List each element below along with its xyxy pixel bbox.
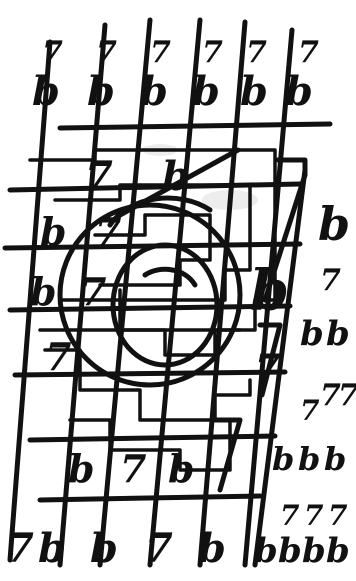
glyph-seven: 7 [95, 209, 121, 254]
big-seven-3 [215, 420, 240, 490]
glyph-seven: 7 [42, 35, 63, 70]
glyph-b: b [278, 531, 302, 571]
glyph-b: b [38, 525, 66, 572]
glyph-seven: 7 [80, 269, 106, 314]
glyph-b: b [168, 446, 195, 491]
glyph-b: b [30, 269, 57, 314]
glyph-seven: 7 [120, 446, 146, 491]
glyph-b: b [302, 531, 326, 571]
glyph-b: b [324, 440, 346, 478]
glyph-b: b [285, 68, 313, 115]
glyph-seven: 7 [300, 394, 320, 427]
glyph-b: b [87, 68, 115, 115]
glyph-b: b [198, 525, 226, 572]
glyph-seven: 7 [320, 263, 341, 298]
glyph-seven: 7 [6, 525, 34, 572]
glyph-seven: 7 [150, 35, 171, 70]
glyph-seven: 7 [145, 525, 173, 572]
glyph-b: b [140, 68, 168, 115]
top-row-glyphs: b 7 b 7 b 7 b 7 b 7 b 7 [32, 35, 319, 115]
glyph-b: b [326, 531, 350, 571]
glyph-seven: 7 [45, 334, 71, 379]
glyph-b: b [300, 314, 324, 354]
glyph-b: b [250, 258, 289, 324]
glyph-b: b [32, 68, 60, 115]
glyph-seven: 7 [338, 378, 356, 413]
glyph-b: b [272, 440, 294, 478]
glyph-seven: 7 [96, 35, 117, 70]
glyph-seven: 7 [246, 35, 267, 70]
glyph-seven: 7 [85, 153, 113, 200]
glyph-b: b [40, 209, 67, 254]
row-line-1 [60, 124, 330, 128]
row-line-7 [40, 496, 260, 500]
glyph-b: b [326, 314, 350, 354]
glyph-b: b [68, 446, 95, 491]
glyph-b: b [318, 197, 350, 251]
glyph-b: b [90, 525, 118, 572]
bottom-row-glyphs: 7 b b 7 b b b b b 7 7 7 [6, 499, 350, 572]
glyph-seven: 7 [298, 35, 319, 70]
glyph-seven: 7 [304, 499, 324, 532]
glyph-b: b [298, 440, 320, 478]
glyph-seven: 7 [328, 499, 348, 532]
row-line-6 [30, 436, 275, 440]
glyph-seven: 7 [280, 499, 300, 532]
glyph-seven: 7 [255, 347, 280, 389]
glyph-b: b [162, 153, 190, 200]
glyph-b: b [240, 68, 268, 115]
glyph-seven: 7 [202, 35, 223, 70]
glyph-b: b [192, 68, 220, 115]
glyph-b: b [254, 531, 278, 571]
lower-glyphs: b 7 b [68, 446, 195, 491]
inner-arc [145, 269, 195, 285]
